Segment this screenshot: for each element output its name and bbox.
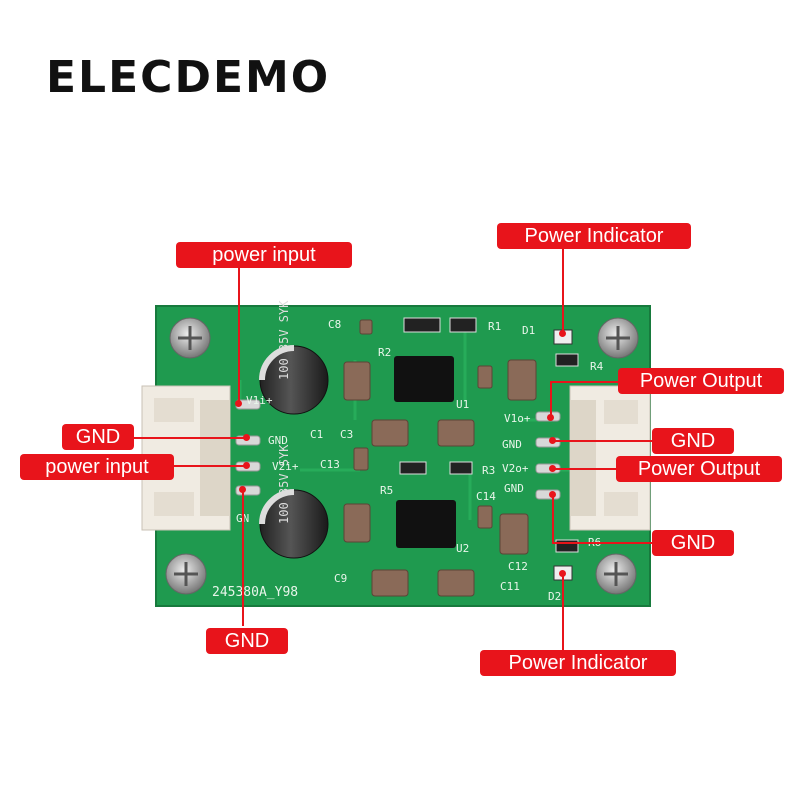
leader-line — [242, 490, 244, 626]
svg-text:U2: U2 — [456, 542, 469, 555]
svg-text:R2: R2 — [378, 346, 391, 359]
pin-marker — [243, 462, 250, 469]
svg-text:GND: GND — [268, 434, 288, 447]
label-gnd-left: GND — [62, 424, 134, 450]
svg-text:V1o+: V1o+ — [504, 412, 531, 425]
leader-line — [550, 381, 552, 417]
svg-text:V1i+: V1i+ — [246, 394, 273, 407]
svg-text:D1: D1 — [522, 324, 535, 337]
pin-marker — [549, 437, 556, 444]
svg-text:C3: C3 — [340, 428, 353, 441]
cap-label-top: 100 35V SYK — [277, 300, 291, 380]
svg-text:C8: C8 — [328, 318, 341, 331]
leader-line — [552, 542, 654, 544]
pin-marker — [239, 486, 246, 493]
pin-marker — [559, 570, 566, 577]
label-power-input-top: power input — [176, 242, 352, 268]
svg-text:R5: R5 — [380, 484, 393, 497]
pin-marker — [559, 330, 566, 337]
svg-text:R3: R3 — [482, 464, 495, 477]
leader-line — [172, 465, 246, 467]
leader-line — [562, 246, 564, 334]
ic-u1 — [394, 356, 454, 402]
svg-text:GND: GND — [504, 482, 524, 495]
label-power-indicator-bottom: Power Indicator — [480, 650, 676, 676]
leader-line — [552, 440, 652, 442]
label-power-output-2: Power Output — [616, 456, 782, 482]
cap-label-bottom: 100 35V SYK — [277, 444, 291, 524]
svg-text:C9: C9 — [334, 572, 347, 585]
screw-icon — [165, 317, 639, 595]
ic-u2 — [396, 500, 456, 548]
electrolytic-capacitor-top: 100 35V SYK — [259, 300, 329, 415]
svg-text:GND: GND — [502, 438, 522, 451]
svg-text:R1: R1 — [488, 320, 501, 333]
svg-text:D2: D2 — [548, 590, 561, 603]
leader-line — [550, 381, 620, 383]
leader-line — [552, 468, 618, 470]
leader-line — [552, 494, 554, 542]
label-power-indicator-top: Power Indicator — [497, 223, 691, 249]
pin-marker — [243, 434, 250, 441]
svg-text:C12: C12 — [508, 560, 528, 573]
silkscreen-text: V1i+ GND V2i+ GN C8 R1 D1 R2 C1 C3 C13 R… — [212, 318, 604, 603]
svg-text:V2o+: V2o+ — [502, 462, 529, 475]
pin-marker — [235, 400, 242, 407]
label-gnd-right-2: GND — [652, 530, 734, 556]
left-connector — [141, 385, 231, 531]
svg-text:C14: C14 — [476, 490, 496, 503]
leader-line — [238, 268, 240, 404]
serial-number: 245380A_Y98 — [212, 585, 298, 600]
pin-marker — [547, 414, 554, 421]
svg-text:C1: C1 — [310, 428, 323, 441]
svg-text:V2i+: V2i+ — [272, 460, 299, 473]
pin-marker — [549, 465, 556, 472]
label-power-input-left: power input — [20, 454, 174, 480]
electrolytic-capacitor-bottom: 100 35V SYK — [259, 444, 329, 559]
pin-marker — [549, 491, 556, 498]
label-power-output-1: Power Output — [618, 368, 784, 394]
leader-line — [562, 576, 564, 652]
svg-text:U1: U1 — [456, 398, 469, 411]
svg-text:C13: C13 — [320, 458, 340, 471]
label-gnd-bottom: GND — [206, 628, 288, 654]
brand-logo: ELECDEMO — [46, 52, 331, 103]
label-gnd-right-1: GND — [652, 428, 734, 454]
svg-text:C11: C11 — [500, 580, 520, 593]
leader-line — [128, 437, 246, 439]
svg-text:R4: R4 — [590, 360, 604, 373]
